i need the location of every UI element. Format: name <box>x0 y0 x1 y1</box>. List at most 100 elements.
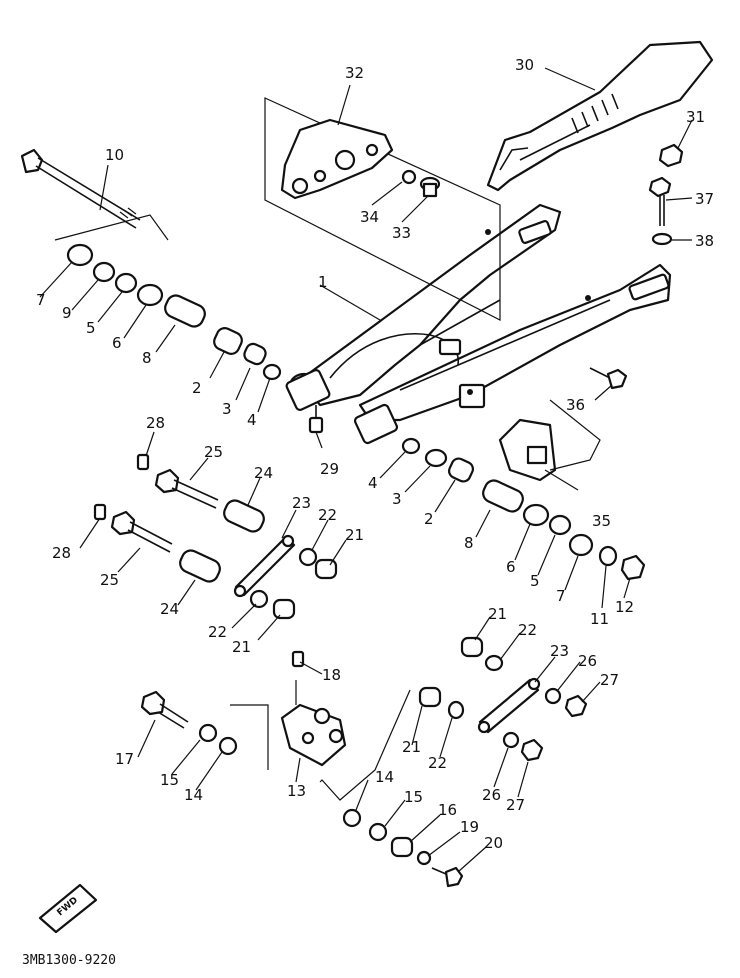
grease-nipple <box>308 405 324 434</box>
label-25a: 25 <box>204 443 223 461</box>
label-22d: 22 <box>428 754 447 772</box>
l25b <box>117 547 141 573</box>
label-10: 10 <box>105 146 124 164</box>
label-28b: 28 <box>52 544 71 562</box>
swingarm <box>285 203 672 445</box>
l24b <box>177 579 196 606</box>
l2a <box>209 351 225 379</box>
label-21c: 21 <box>488 605 507 623</box>
label-37: 37 <box>695 190 714 208</box>
label-5a: 5 <box>86 319 96 337</box>
l24a <box>247 477 261 506</box>
l28b <box>79 517 101 549</box>
label-3a: 3 <box>222 400 232 418</box>
callout-labels: 1 2 3 4 5 6 7 8 9 10 4 3 2 8 6 5 7 11 12… <box>36 56 714 852</box>
l26a <box>557 661 581 691</box>
bolt-31 <box>658 143 684 168</box>
label-27b: 27 <box>506 796 525 814</box>
label-19: 19 <box>460 818 479 836</box>
bolt-33 <box>419 176 441 198</box>
label-12: 12 <box>615 598 634 616</box>
label-24a: 24 <box>254 464 273 482</box>
label-4b: 4 <box>368 474 378 492</box>
relay-arm <box>230 650 347 770</box>
l3b <box>404 465 431 493</box>
label-20: 20 <box>484 834 503 852</box>
bolt-36 <box>589 367 628 390</box>
label-31: 31 <box>686 108 705 126</box>
label-1: 1 <box>318 273 328 291</box>
label-7a: 7 <box>36 291 46 309</box>
label-11: 11 <box>590 610 609 628</box>
label-8b: 8 <box>464 534 474 552</box>
l27b <box>517 761 529 798</box>
label-22a: 22 <box>318 506 337 524</box>
l23a <box>281 509 297 539</box>
label-23b: 23 <box>550 642 569 660</box>
label-6a: 6 <box>112 334 122 352</box>
l15a <box>171 739 201 775</box>
l27a <box>581 681 601 703</box>
chain-guide-plate <box>264 97 501 321</box>
l22c <box>499 632 521 661</box>
label-13: 13 <box>287 782 306 800</box>
label-29: 29 <box>320 460 339 478</box>
label-36: 36 <box>566 396 585 414</box>
l26b <box>493 747 509 788</box>
label-34: 34 <box>360 208 379 226</box>
label-5b: 5 <box>530 572 540 590</box>
right-hardware <box>401 437 646 581</box>
fwd-arrow-icon: FWD <box>38 883 98 934</box>
label-17: 17 <box>115 750 134 768</box>
label-18: 18 <box>322 666 341 684</box>
chain-case <box>486 40 714 192</box>
l14a <box>195 751 223 791</box>
pivot-shaft <box>20 148 169 241</box>
label-6b: 6 <box>506 558 516 576</box>
label-7b: 7 <box>556 587 566 605</box>
l25a <box>189 457 209 481</box>
label-22b: 22 <box>208 623 227 641</box>
label-16: 16 <box>438 801 457 819</box>
l22b <box>231 603 257 629</box>
bolt-37 <box>648 176 672 226</box>
l3a <box>235 367 251 401</box>
leader-lines <box>39 67 693 873</box>
nut-washer-set <box>502 687 588 762</box>
relay-arm-bolts <box>93 453 265 583</box>
l15b <box>384 799 406 827</box>
label-2a: 2 <box>192 379 202 397</box>
label-28a: 28 <box>146 414 165 432</box>
label-32: 32 <box>345 64 364 82</box>
small-bushings <box>249 547 504 720</box>
label-2b: 2 <box>424 510 434 528</box>
l21b2 <box>411 705 423 746</box>
l4a <box>257 377 271 413</box>
l21b <box>257 614 281 641</box>
label-21b: 21 <box>232 638 251 656</box>
left-hardware <box>66 243 282 381</box>
l21a <box>329 539 347 566</box>
label-35: 35 <box>592 512 611 530</box>
label-24b: 24 <box>160 600 179 618</box>
l28a <box>145 431 155 457</box>
pivot-bolt-17 <box>140 690 189 729</box>
connecting-rods <box>233 534 541 734</box>
label-15a: 15 <box>160 771 179 789</box>
label-25b: 25 <box>100 571 119 589</box>
washer-34 <box>401 169 417 185</box>
l22b2 <box>439 717 453 758</box>
l4b <box>379 451 406 479</box>
label-23a: 23 <box>292 494 311 512</box>
l22a <box>311 519 329 551</box>
l2b <box>434 479 456 513</box>
chain-puller <box>498 399 601 482</box>
label-33: 33 <box>392 224 411 242</box>
label-14a: 14 <box>184 786 203 804</box>
label-27a: 27 <box>600 671 619 689</box>
label-21a: 21 <box>345 526 364 544</box>
label-26b: 26 <box>482 786 501 804</box>
l21c <box>474 616 491 641</box>
label-38: 38 <box>695 232 714 250</box>
